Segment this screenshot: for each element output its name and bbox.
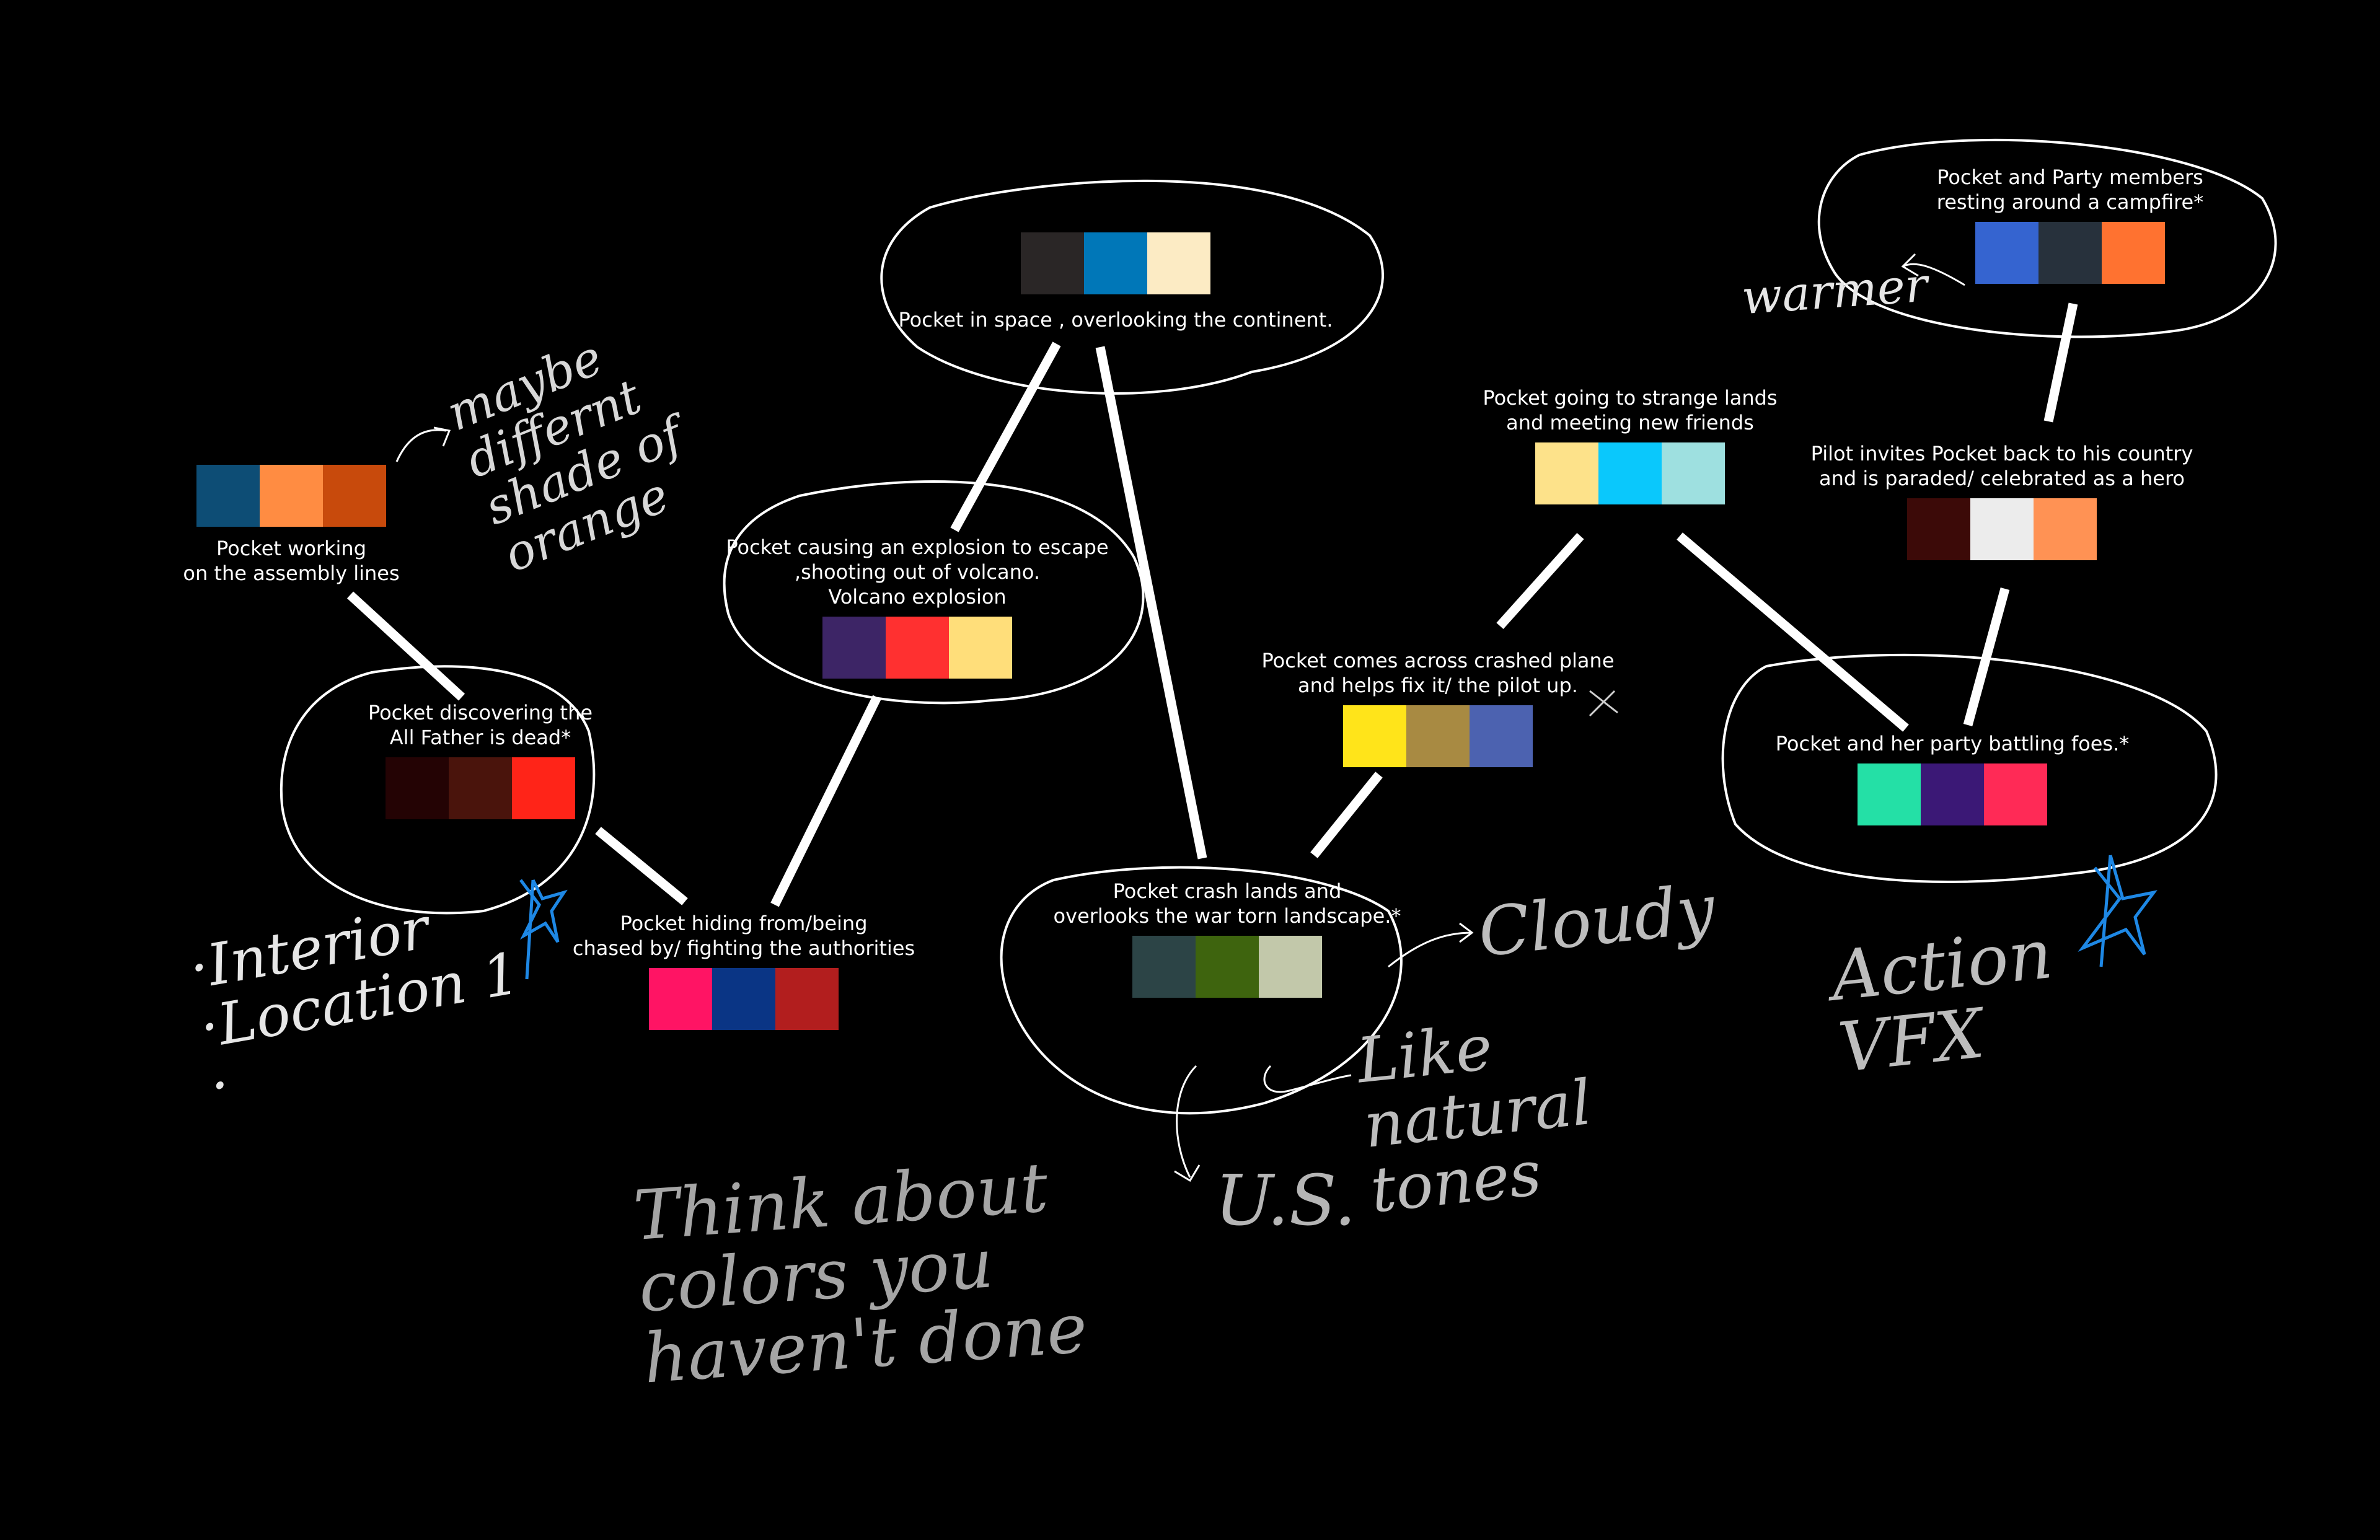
node-strange: Pocket going to strange lands and meetin… bbox=[1438, 385, 1822, 508]
node-hiding: Pocket hiding from/being chased by/ figh… bbox=[558, 911, 930, 1033]
swatch bbox=[1147, 232, 1210, 294]
node-plane: Pocket comes across crashed plane and he… bbox=[1215, 648, 1661, 770]
swatch bbox=[1406, 705, 1470, 767]
caption-volcano: Pocket causing an explosion to escape ,s… bbox=[726, 535, 1109, 609]
note-warmer: warmer bbox=[1740, 257, 1929, 325]
node-pilot: Pilot invites Pocket back to his country… bbox=[1773, 441, 2231, 563]
caption-strange: Pocket going to strange lands and meetin… bbox=[1483, 386, 1778, 434]
swatch bbox=[1132, 936, 1196, 998]
connector-volcano-space bbox=[950, 341, 1061, 532]
swatch bbox=[1259, 936, 1322, 998]
swatch bbox=[949, 617, 1012, 679]
node-campfire: Pocket and Party members resting around … bbox=[1884, 165, 2256, 287]
swatch bbox=[1662, 442, 1725, 504]
swatch bbox=[2034, 498, 2097, 560]
palette-allfather bbox=[386, 757, 575, 819]
caption-campfire: Pocket and Party members resting around … bbox=[1936, 165, 2204, 214]
node-crash: Pocket crash lands and overlooks the war… bbox=[1041, 879, 1413, 1001]
node-allfather: Pocket discovering the All Father is dea… bbox=[332, 700, 629, 822]
swatch bbox=[1598, 442, 1662, 504]
palette-campfire bbox=[1975, 222, 2165, 284]
swatch bbox=[1975, 222, 2038, 284]
swatch bbox=[1021, 232, 1084, 294]
swatch bbox=[2038, 222, 2102, 284]
connector-hiding-volcano bbox=[770, 695, 881, 907]
note-think: Think about colors you haven't done bbox=[631, 1147, 1090, 1399]
node-assembly: Pocket working on the assembly lines bbox=[152, 465, 431, 586]
swatch bbox=[1970, 498, 2034, 560]
palette-volcano bbox=[822, 617, 1012, 679]
swatch bbox=[323, 465, 386, 527]
note-interior: ·Interior ·Location 1 · bbox=[184, 894, 525, 1120]
swatch bbox=[1470, 705, 1533, 767]
node-battle: Pocket and her party battling foes.* bbox=[1754, 731, 2151, 829]
connector-strange-battle bbox=[1677, 532, 1909, 732]
caption-hiding: Pocket hiding from/being chased by/ figh… bbox=[572, 912, 915, 960]
palette-plane bbox=[1343, 705, 1533, 767]
swatch bbox=[649, 968, 712, 1030]
star-mark-right bbox=[2078, 855, 2157, 967]
swatch bbox=[822, 617, 886, 679]
swatch bbox=[1907, 498, 1970, 560]
swatch bbox=[196, 465, 260, 527]
note-us: U.S. bbox=[1215, 1161, 1357, 1241]
swatch bbox=[260, 465, 323, 527]
connector-plane-strange bbox=[1496, 532, 1584, 630]
connector-allfather-hiding bbox=[595, 827, 688, 905]
note-cloudy: Cloudy bbox=[1474, 870, 1719, 972]
arrow-like bbox=[1263, 1065, 1352, 1093]
caption-allfather: Pocket discovering the All Father is dea… bbox=[368, 701, 593, 749]
caption-plane: Pocket comes across crashed plane and he… bbox=[1261, 649, 1615, 697]
swatch bbox=[1196, 936, 1259, 998]
swatch bbox=[1084, 232, 1147, 294]
swatch bbox=[1343, 705, 1406, 767]
palette-assembly bbox=[196, 465, 386, 527]
caption-battle: Pocket and her party battling foes.* bbox=[1775, 732, 2130, 755]
note-action: Action VFX bbox=[1827, 913, 2056, 1088]
swatch bbox=[775, 968, 839, 1030]
palette-pilot bbox=[1907, 498, 2097, 560]
palette-battle bbox=[1858, 763, 2047, 825]
connector-pilot-campfire bbox=[2043, 302, 2078, 423]
node-space: Pocket in space , overlooking the contin… bbox=[892, 232, 1339, 332]
caption-crash: Pocket crash lands and overlooks the war… bbox=[1053, 879, 1401, 928]
connector-crash-plane bbox=[1310, 772, 1383, 858]
swatch bbox=[1921, 763, 1984, 825]
swatch bbox=[512, 757, 575, 819]
swatch bbox=[2102, 222, 2165, 284]
swatch bbox=[1535, 442, 1598, 504]
connector-assembly-allfather bbox=[346, 591, 465, 701]
note-like: Like natural tones bbox=[1353, 1011, 1595, 1227]
palette-space bbox=[1021, 232, 1210, 294]
swatch bbox=[1984, 763, 2047, 825]
arrow-maybe bbox=[395, 426, 451, 462]
swatch bbox=[886, 617, 949, 679]
caption-space: Pocket in space , overlooking the contin… bbox=[898, 308, 1333, 332]
swatch bbox=[386, 757, 449, 819]
caption-pilot: Pilot invites Pocket back to his country… bbox=[1810, 442, 2193, 490]
arrow-us bbox=[1174, 1065, 1201, 1182]
note-maybe: maybe differnt shade of orange bbox=[439, 330, 690, 583]
palette-crash bbox=[1132, 936, 1322, 998]
palette-hiding bbox=[649, 968, 839, 1030]
caption-assembly: Pocket working on the assembly lines bbox=[183, 537, 400, 585]
node-volcano: Pocket causing an explosion to escape ,s… bbox=[694, 535, 1140, 682]
connector-battle-pilot bbox=[1963, 587, 2010, 726]
swatch bbox=[1858, 763, 1921, 825]
swatch bbox=[712, 968, 775, 1030]
palette-strange bbox=[1535, 442, 1725, 504]
swatch bbox=[449, 757, 512, 819]
